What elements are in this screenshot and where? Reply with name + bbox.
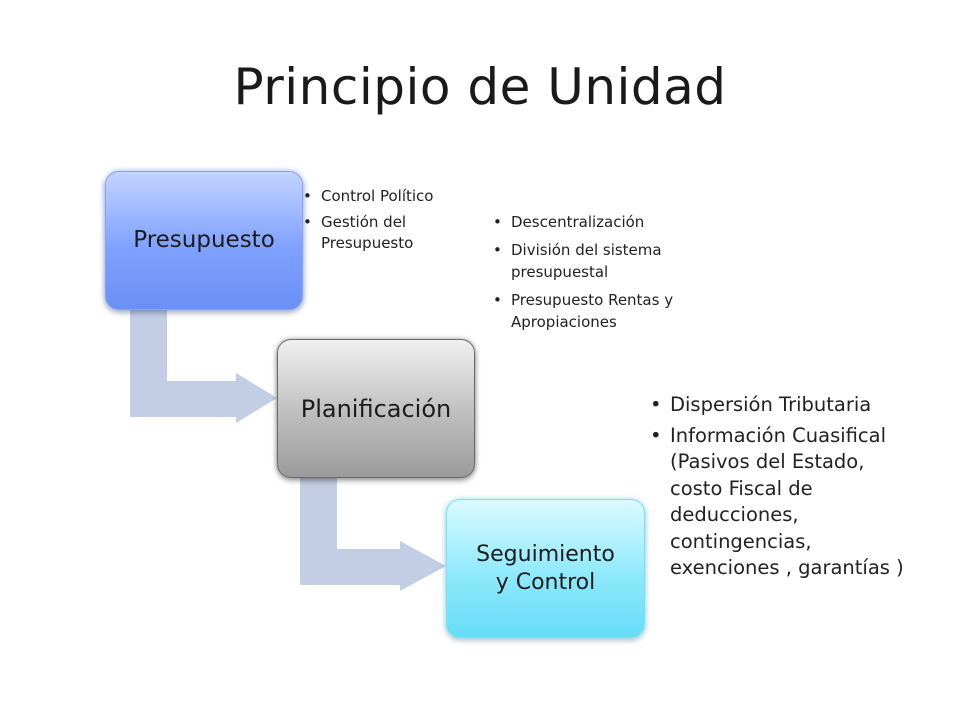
connector-arrow-2 bbox=[300, 473, 446, 591]
step-seguimiento-label-line1: Seguimiento bbox=[476, 542, 615, 567]
slide-title: Principio de Unidad bbox=[233, 58, 727, 116]
presupuesto-bullet-list: Control Político Gestión del Presupuesto bbox=[303, 186, 463, 259]
list-item: Control Político bbox=[303, 186, 463, 207]
connector-arrow-1 bbox=[130, 305, 277, 423]
list-item: Descentralización bbox=[493, 211, 743, 234]
list-item: Presupuesto Rentas y Apropiaciones bbox=[493, 289, 743, 334]
step-seguimiento-label-line2: y Control bbox=[495, 569, 596, 595]
step-planificacion-box: Planificación bbox=[277, 339, 475, 478]
step-planificacion-label: Planificación bbox=[300, 394, 452, 423]
list-item: Dispersión Tributaria bbox=[650, 392, 920, 419]
step-seguimiento-box: Seguimiento y Control bbox=[446, 499, 645, 638]
list-item: Información Cuasifical (Pasivos del Esta… bbox=[650, 423, 920, 582]
list-item: Gestión del Presupuesto bbox=[303, 212, 463, 254]
seguimiento-bullet-list: Dispersión Tributaria Información Cuasif… bbox=[650, 392, 920, 586]
step-presupuesto-label: Presupuesto bbox=[133, 227, 275, 254]
planificacion-bullet-list: Descentralización División del sistema p… bbox=[493, 211, 743, 339]
step-seguimiento-label: Seguimiento y Control bbox=[476, 541, 615, 596]
list-item: División del sistema presupuestal bbox=[493, 239, 743, 284]
step-presupuesto-box: Presupuesto bbox=[105, 171, 303, 310]
